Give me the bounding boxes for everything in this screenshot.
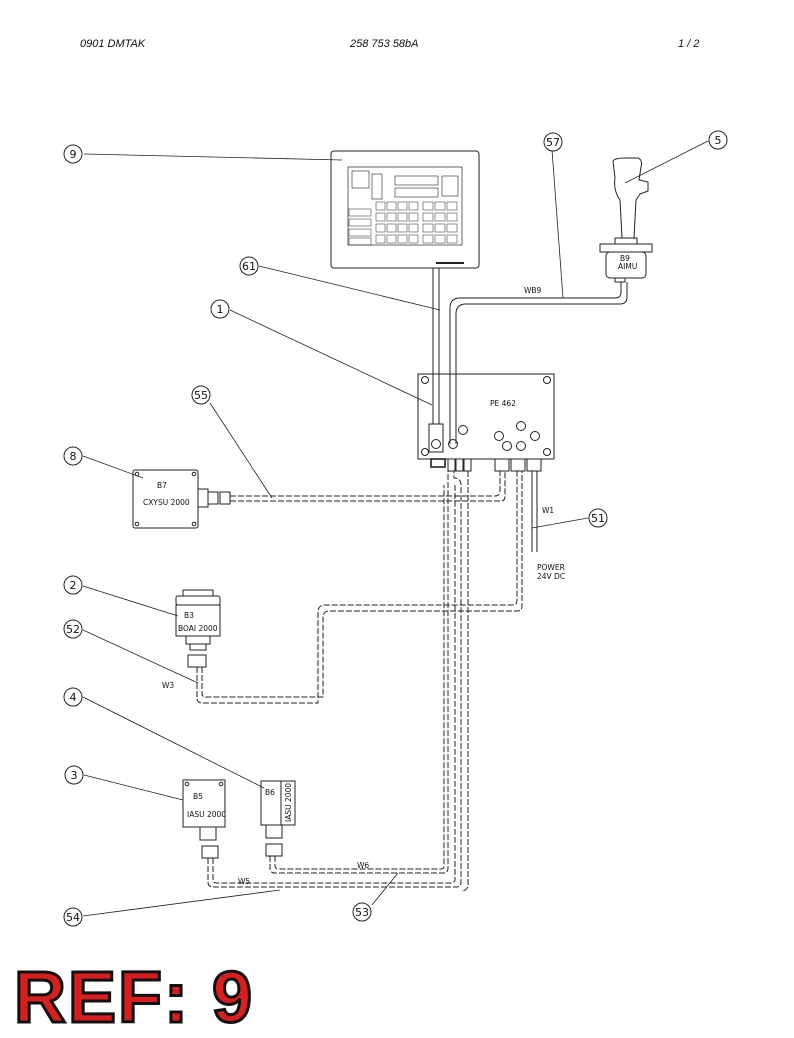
- cable-w3: [196, 471, 523, 704]
- callout-61: 61: [242, 260, 256, 273]
- b6-label: B6: [265, 788, 275, 797]
- b6-box: [260, 780, 296, 857]
- b5-sub-label: IASU 2000: [187, 810, 226, 819]
- display-unit: [330, 150, 480, 269]
- b7-label: B7: [157, 481, 167, 490]
- b7-sub-label: CXYSU 2000: [143, 498, 190, 507]
- callout-2: 2: [70, 579, 77, 592]
- wire-w3-label: W3: [162, 681, 174, 690]
- callout-4: 4: [70, 691, 77, 704]
- cable-w5: [207, 471, 462, 888]
- b9-sub-label: AIMU: [618, 262, 637, 271]
- callout-3: 3: [71, 769, 78, 782]
- wire-w1-label: W1: [542, 506, 554, 515]
- cable-w1: [531, 471, 538, 552]
- power-label: POWER: [537, 563, 565, 572]
- wire-w5-label: W5: [238, 877, 250, 886]
- power-voltage-label: 24V DC: [537, 572, 565, 581]
- b3-label: B3: [184, 611, 194, 620]
- cable-w6: [269, 471, 469, 892]
- callout-circles: [63, 130, 728, 927]
- cable-wb9: [449, 282, 628, 444]
- b5-label: B5: [193, 792, 203, 801]
- leader-lines: [82, 140, 709, 917]
- callout-8: 8: [70, 450, 77, 463]
- callout-55: 55: [194, 389, 208, 402]
- cable-w55: [230, 471, 506, 502]
- cable-w61: [432, 268, 440, 424]
- wire-w6-label: W6: [357, 861, 369, 870]
- b9-label: B9: [620, 254, 630, 263]
- b6-sub-label: IASU 2000: [284, 783, 293, 822]
- b7-box: [132, 469, 231, 529]
- pe-unit: [417, 373, 555, 472]
- callout-54: 54: [66, 911, 80, 924]
- b3-box: [175, 589, 221, 668]
- header-right: 1 / 2: [678, 38, 700, 50]
- wire-wb9-label: WB9: [524, 286, 542, 295]
- callout-9: 9: [70, 148, 77, 161]
- callout-57: 57: [546, 136, 560, 149]
- b5-box: [182, 779, 226, 859]
- callout-53: 53: [355, 906, 369, 919]
- callout-51: 51: [591, 512, 605, 525]
- callout-1: 1: [217, 303, 224, 316]
- callout-5: 5: [715, 134, 722, 147]
- pe-label: PE 462: [490, 399, 516, 408]
- header-center: 258 753 58bA: [350, 38, 419, 50]
- header-left: 0901 DMTAK: [80, 38, 146, 50]
- b3-sub-label: BOAI 2000: [178, 624, 218, 633]
- joystick: [599, 157, 653, 283]
- ref-label: REF: 9: [12, 958, 255, 1038]
- callout-52: 52: [66, 623, 80, 636]
